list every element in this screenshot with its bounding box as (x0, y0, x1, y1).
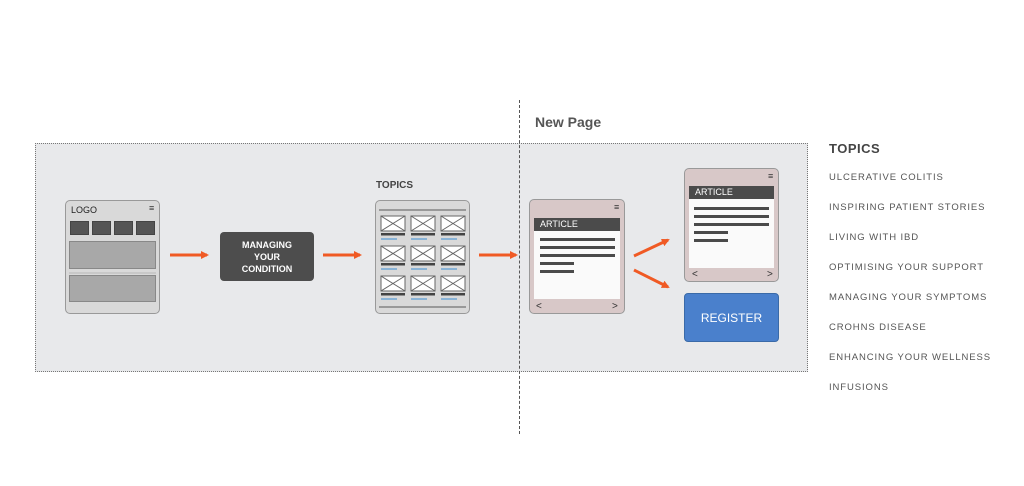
text-line (540, 270, 574, 273)
article-header: ARTICLE (689, 186, 774, 199)
topics-grid (379, 215, 466, 308)
menu-icon: ≡ (768, 171, 774, 181)
nav-box (92, 221, 111, 235)
topic-link[interactable]: INSPIRING PATIENT STORIES (829, 202, 986, 213)
nav-box (136, 221, 155, 235)
side-topics-title: TOPICS (829, 141, 881, 156)
bottom-line (379, 306, 466, 308)
article-screen-wireframe-small: ≡ ARTICLE < > (684, 168, 779, 282)
register-button[interactable]: REGISTER (684, 293, 779, 342)
new-page-divider (519, 100, 520, 434)
text-line (694, 223, 769, 226)
article-body (534, 231, 620, 299)
managing-line-3: CONDITION (241, 263, 293, 274)
article-screen-wireframe: ≡ ARTICLE < > (529, 199, 625, 314)
text-line (540, 262, 574, 265)
topic-link[interactable]: ULCERATIVE COLITIS (829, 172, 944, 183)
divider-line (69, 272, 156, 274)
text-line (694, 239, 728, 242)
topic-link[interactable]: LIVING WITH IBD (829, 232, 920, 243)
content-block (69, 241, 156, 269)
article-body (689, 199, 774, 268)
text-line (694, 231, 728, 234)
arrow-article-to-register (633, 268, 670, 289)
home-screen-wireframe: LOGO ≡ (65, 200, 160, 314)
prev-arrow[interactable]: < (536, 301, 542, 312)
prev-arrow[interactable]: < (692, 269, 698, 280)
topics-screen-wireframe (375, 200, 470, 314)
menu-icon: ≡ (149, 203, 155, 213)
text-line (694, 215, 769, 218)
menu-icon: ≡ (614, 202, 620, 212)
grid-captions (381, 233, 465, 296)
text-line (540, 238, 615, 241)
topic-link[interactable]: MANAGING YOUR SYMPTOMS (829, 292, 988, 303)
managing-line-1: MANAGING (242, 239, 292, 250)
article-header: ARTICLE (534, 218, 620, 231)
topic-link[interactable]: ENHANCING YOUR WELLNESS (829, 352, 991, 363)
next-arrow[interactable]: > (767, 269, 773, 280)
topic-link[interactable]: INFUSIONS (829, 382, 889, 393)
arrow-article-to-article (633, 238, 670, 258)
top-line (379, 209, 466, 211)
topic-link[interactable]: CROHNS DISEASE (829, 322, 927, 333)
topic-link[interactable]: OPTIMISING YOUR SUPPORT (829, 262, 984, 273)
text-line (540, 246, 615, 249)
nav-box (70, 221, 89, 235)
next-arrow[interactable]: > (612, 301, 618, 312)
managing-condition-button[interactable]: MANAGING YOUR CONDITION (220, 232, 314, 281)
text-line (694, 207, 769, 210)
grid-links (381, 238, 457, 300)
new-page-label: New Page (535, 114, 602, 130)
nav-box (114, 221, 133, 235)
topics-caption: TOPICS (376, 180, 414, 191)
content-block (69, 275, 156, 302)
grid-cell (380, 215, 466, 292)
text-line (540, 254, 615, 257)
logo-text: LOGO (71, 205, 98, 215)
managing-line-2: YOUR (253, 251, 280, 262)
